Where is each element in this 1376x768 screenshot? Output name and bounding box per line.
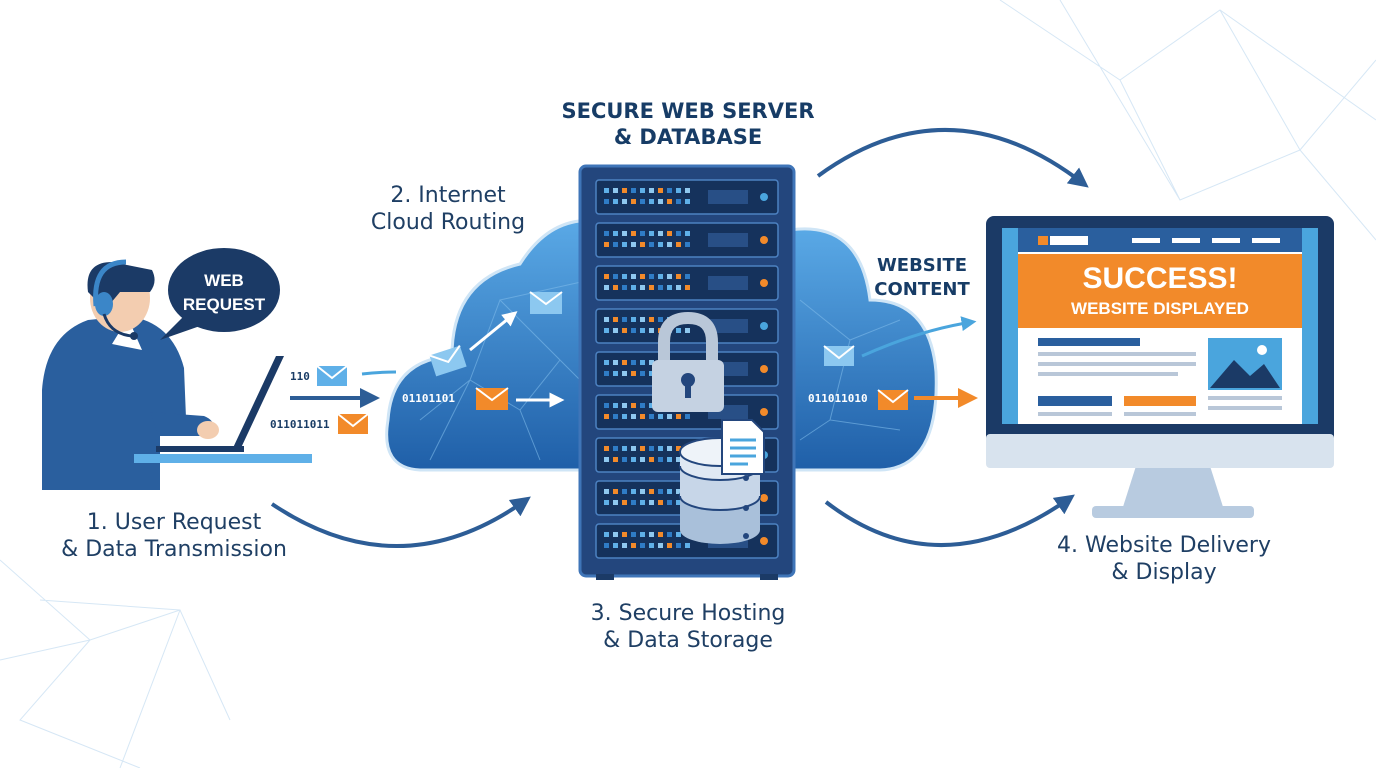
envelope-icon [823, 345, 855, 366]
binary-text: 110 [290, 370, 310, 383]
speech-bubble-line1: WEB [204, 271, 244, 290]
data-arrow [361, 370, 397, 376]
web-request-speech-bubble: WEB REQUEST [160, 248, 280, 340]
monitor-icon: SUCCESS! WEBSITE DISPLAYED [986, 216, 1334, 518]
banner-subtitle: WEBSITE DISPLAYED [1071, 299, 1249, 318]
step-4-label: 4. Website Delivery & Display [1036, 532, 1292, 586]
step-2-label: 2. Internet Cloud Routing [352, 182, 544, 236]
step-3-line2: & Data Storage [603, 628, 773, 653]
envelope-icon [529, 291, 563, 314]
server-slot [595, 265, 779, 301]
flow-arrow [270, 496, 531, 548]
binary-text: 01101101 [402, 392, 455, 405]
website-content-line1: WEBSITE [876, 255, 968, 276]
flow-arrow [816, 128, 1089, 188]
step-4-line1: 4. Website Delivery [1057, 533, 1271, 558]
step-3-label: 3. Secure Hosting & Data Storage [572, 600, 804, 654]
server-slot [595, 308, 779, 344]
binary-text: 011011011 [270, 418, 330, 431]
server-heading: SECURE WEB SERVER & DATABASE [560, 98, 816, 150]
banner-title: SUCCESS! [1082, 262, 1237, 295]
step-1-line1: 1. User Request [86, 510, 262, 535]
data-arrow [469, 311, 518, 352]
envelope-icon [475, 387, 509, 410]
delivery-arrow [861, 316, 977, 358]
server-slot [595, 179, 779, 215]
step-1-line2: & Data Transmission [61, 537, 287, 562]
padlock-icon [652, 311, 724, 412]
cloud-icon [385, 218, 642, 472]
envelope-icon [337, 413, 369, 434]
server-heading-line1: SECURE WEB SERVER [561, 99, 815, 123]
step-1-label: 1. User Request & Data Transmission [54, 509, 294, 563]
envelope-icon [429, 345, 467, 377]
website-content-label: WEBSITE CONTENT [866, 254, 978, 302]
headset-icon [93, 259, 138, 340]
speech-bubble-line2: REQUEST [183, 295, 266, 314]
step-2-line2: Cloud Routing [370, 210, 526, 235]
website-content-line2: CONTENT [874, 279, 970, 300]
step-4-line2: & Display [1111, 560, 1217, 585]
flow-arrow [824, 494, 1075, 547]
envelope-icon [316, 365, 348, 386]
server-heading-line2: & DATABASE [613, 125, 763, 149]
document-icon [721, 419, 765, 475]
laptop-icon [134, 356, 312, 463]
envelope-icon [877, 389, 909, 410]
binary-text: 011011010 [808, 392, 868, 405]
step-2-line1: 2. Internet [390, 183, 506, 208]
server-slot [595, 222, 779, 258]
image-icon [1208, 338, 1282, 390]
step-3-line1: 3. Secure Hosting [590, 601, 786, 626]
